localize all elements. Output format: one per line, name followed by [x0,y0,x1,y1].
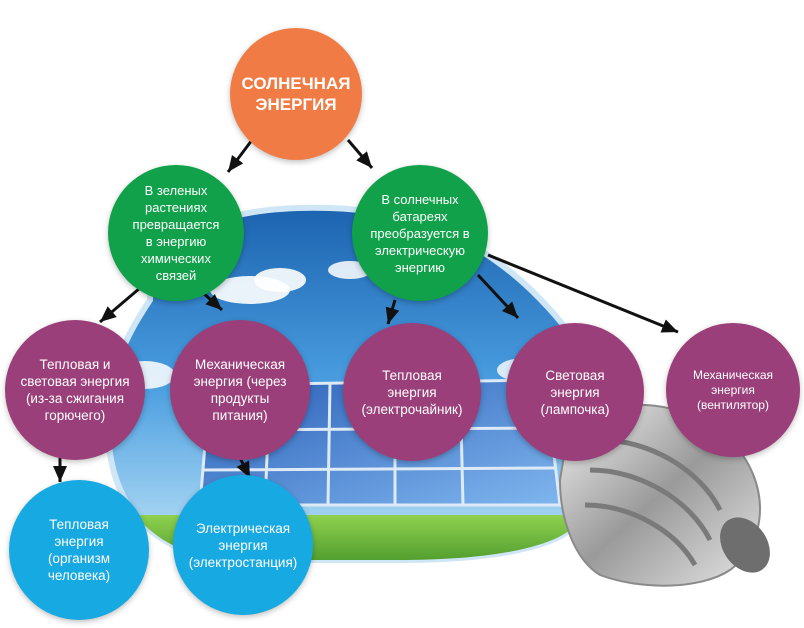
heat-human-label: Тепловая энергия (организм человека) [47,517,111,583]
battery-to-kettle-arrow [385,299,400,325]
plants-to-heatlight-arrow [99,286,141,324]
sun-to-battery-arrow [346,139,374,169]
mechanical-fan-label: Механическая энергия (вентилятор) [692,367,774,412]
mechanical-food-label: Механическая энергия (через продукты пит… [193,357,287,423]
battery-to-fan-arrow [487,253,679,334]
green-plants-node: В зеленых растениях превращается в энерг… [108,165,244,301]
solar-battery-label: В солнечных батареях преобразуется в эле… [370,191,470,275]
electric-plant-label: Электрическая энергия (электростанция) [188,520,298,570]
solar-battery-node: В солнечных батареях преобразуется в эле… [352,165,488,301]
battery-to-lamp-arrow [476,273,520,320]
heat-kettle-node: Тепловая энергия (электрочайник) [343,323,481,461]
mechanical-food-node: Механическая энергия (через продукты пит… [170,320,310,460]
sun-to-plants-arrow [226,139,254,173]
heat-light-node: Тепловая и световая энергия (из-за сжига… [5,320,145,460]
sun-energy-label: СОЛНЕЧНАЯ ЭНЕРГИЯ [241,74,351,114]
heat-light-label: Тепловая и световая энергия (из-за сжига… [20,357,130,423]
mechanical-fan-node: Механическая энергия (вентилятор) [666,323,800,457]
light-lamp-node: Световая энергия (лампочка) [506,323,644,461]
heat-human-node: Тепловая энергия (организм человека) [9,480,149,620]
mechfood-to-electric-arrow [236,457,252,479]
heat-kettle-label: Тепловая энергия (электрочайник) [361,367,463,417]
heatlight-to-human-arrow [53,458,67,482]
sun-energy-node: СОЛНЕЧНАЯ ЭНЕРГИЯ [230,28,362,160]
green-plants-label: В зеленых растениях превращается в энерг… [132,183,220,283]
light-lamp-label: Световая энергия (лампочка) [540,367,610,417]
electric-plant-node: Электрическая энергия (электростанция) [173,475,313,615]
